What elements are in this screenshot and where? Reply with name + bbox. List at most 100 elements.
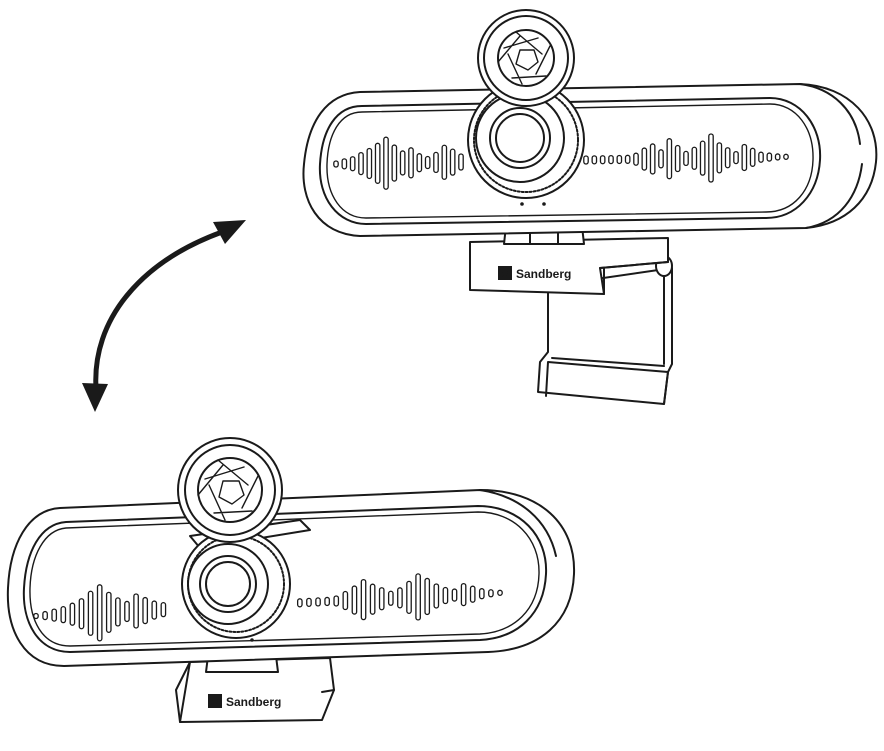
speaker-slot — [749, 147, 756, 167]
speaker-slot — [641, 147, 648, 171]
speaker-slot — [674, 144, 681, 173]
speaker-slot — [306, 597, 312, 608]
speaker-slot — [708, 133, 714, 183]
brand-badge: S Sandberg — [208, 694, 281, 709]
brand-label: Sandberg — [226, 695, 281, 709]
speaker-slot — [360, 578, 367, 621]
speaker-slot — [469, 585, 476, 603]
speaker-slot — [151, 600, 158, 620]
speaker-slot — [358, 151, 364, 176]
speaker-slot — [658, 149, 664, 169]
speaker-slot — [424, 577, 431, 616]
speaker-slot — [124, 600, 130, 623]
webcam-flat-view: S Sandberg — [6, 437, 576, 723]
speaker-slot — [415, 573, 421, 621]
speaker-slot — [369, 583, 376, 615]
speaker-slot — [142, 596, 149, 625]
privacy-cover — [177, 437, 283, 543]
speaker-slot — [783, 153, 789, 160]
speaker-slot — [691, 146, 698, 170]
speaker-slot — [733, 150, 739, 165]
aperture-shutter-icon — [497, 29, 555, 87]
speaker-slot — [387, 590, 394, 606]
webcam-mounted-view: S Sandberg — [302, 9, 878, 405]
speaker-slot — [699, 140, 706, 176]
speaker-slot — [433, 151, 439, 174]
speaker-slot — [724, 147, 731, 169]
mount-clip — [537, 255, 673, 405]
speaker-slot — [69, 602, 76, 626]
speaker-slot — [351, 585, 358, 615]
status-led — [520, 202, 524, 206]
speaker-slot — [424, 155, 431, 170]
speaker-slot — [160, 601, 167, 618]
speaker-slot — [105, 591, 112, 634]
speaker-slot — [441, 144, 448, 180]
speaker-slot — [42, 610, 48, 621]
speaker-slot — [399, 150, 406, 176]
speaker-slot — [616, 154, 623, 165]
speaker-slot — [416, 153, 423, 173]
base-block — [175, 655, 335, 723]
speaker-slot — [342, 590, 349, 611]
brand-logo-icon — [208, 694, 222, 708]
speaker-slot — [33, 612, 39, 620]
speaker-slot — [408, 147, 414, 179]
speaker-slot — [383, 136, 389, 190]
speaker-slot — [683, 150, 689, 167]
speaker-slot — [333, 160, 339, 168]
speaker-slot — [591, 155, 598, 165]
speaker-slot — [449, 148, 456, 176]
speaker-slot — [349, 156, 356, 172]
speaker-slot — [741, 143, 748, 172]
speaker-slot — [397, 587, 403, 609]
speaker-slot — [341, 158, 348, 170]
speaker-slot — [478, 588, 485, 600]
speaker-slot — [333, 595, 340, 607]
speaker-slot — [374, 142, 381, 184]
lens-assembly — [181, 519, 311, 642]
speaker-slot — [133, 593, 139, 629]
speaker-slot — [649, 143, 656, 175]
brand-mark: S — [211, 696, 218, 708]
speaker-slot — [774, 153, 781, 161]
speaker-slot — [758, 151, 764, 163]
speaker-slot — [60, 605, 67, 624]
speaker-slot — [378, 587, 385, 611]
speaker-slot — [497, 589, 503, 596]
speaker-slot — [716, 142, 723, 174]
speaker-slot — [96, 584, 103, 642]
speaker-slot — [324, 596, 330, 607]
speaker-slot — [442, 586, 449, 605]
speaker-slot — [458, 153, 464, 171]
speaker-slot — [115, 597, 121, 627]
speaker-slot — [583, 155, 589, 165]
camera-housing — [6, 489, 576, 667]
speaker-slot — [766, 152, 773, 162]
speaker-slot — [406, 580, 412, 614]
rotation-arrow-icon — [82, 220, 246, 412]
speaker-slot — [51, 608, 58, 622]
aperture-shutter-icon — [197, 457, 263, 523]
speaker-slot — [451, 588, 458, 602]
speaker-slot — [78, 598, 85, 630]
speaker-slot — [433, 583, 440, 609]
camera-housing — [302, 83, 878, 237]
speaker-slot — [599, 155, 606, 165]
mic-indicator — [542, 202, 546, 206]
speaker-slot — [296, 598, 303, 608]
brand-label: Sandberg — [516, 267, 571, 281]
speaker-slot — [488, 589, 494, 598]
speaker-slot — [87, 590, 94, 636]
brand-logo-icon — [498, 266, 512, 280]
brand-badge: S Sandberg — [498, 266, 571, 281]
privacy-cover — [477, 9, 575, 107]
speaker-slot — [366, 147, 373, 180]
brand-mark: S — [501, 268, 508, 280]
speaker-slot — [624, 154, 631, 164]
lens-assembly — [467, 81, 585, 206]
speaker-slot — [315, 597, 321, 607]
speaker-waveform — [333, 133, 789, 190]
speaker-slot — [633, 152, 639, 166]
